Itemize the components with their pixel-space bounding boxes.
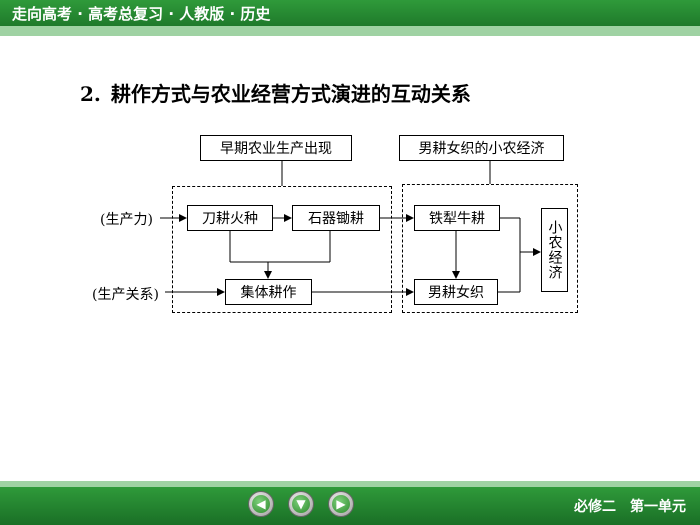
prev-button[interactable]: ◀ — [248, 491, 274, 517]
footer-stripe — [0, 481, 700, 487]
header-bar — [0, 0, 700, 26]
small-farm-economy-label: 男耕女织的小农经济 — [399, 135, 564, 161]
slash-burn-box: 刀耕火种 — [187, 205, 273, 231]
header-stripe — [0, 26, 700, 36]
arrow-right-icon: ▶ — [332, 495, 350, 513]
productivity-label: (生产力) — [100, 212, 153, 228]
header-title: 走向高考 · 高考总复习 · 人教版 · 历史 — [12, 5, 271, 23]
men-farm-women-weave-box: 男耕女织 — [414, 279, 498, 305]
arrow-left-icon: ◀ — [252, 495, 270, 513]
heading-number: 2. — [80, 82, 101, 106]
down-button[interactable]: ▼ — [288, 491, 314, 517]
slide-heading: 2. 耕作方式与农业经营方式演进的互动关系 — [80, 78, 471, 107]
heading-text: 耕作方式与农业经营方式演进的互动关系 — [110, 82, 471, 106]
collective-farming-box: 集体耕作 — [225, 279, 312, 305]
production-relations-label: (生产关系) — [92, 287, 159, 303]
small-farm-group-frame — [402, 184, 578, 313]
iron-plough-box: 铁犁牛耕 — [414, 205, 500, 231]
small-peasant-economy-box: 小农经济 — [541, 208, 568, 292]
stone-tools-box: 石器锄耕 — [292, 205, 380, 231]
footer-unit-label: 必修二 第一单元 — [574, 499, 686, 515]
next-button[interactable]: ▶ — [328, 491, 354, 517]
early-agriculture-label: 早期农业生产出现 — [200, 135, 352, 161]
arrow-down-icon: ▼ — [292, 495, 310, 513]
early-group-frame — [172, 186, 392, 313]
